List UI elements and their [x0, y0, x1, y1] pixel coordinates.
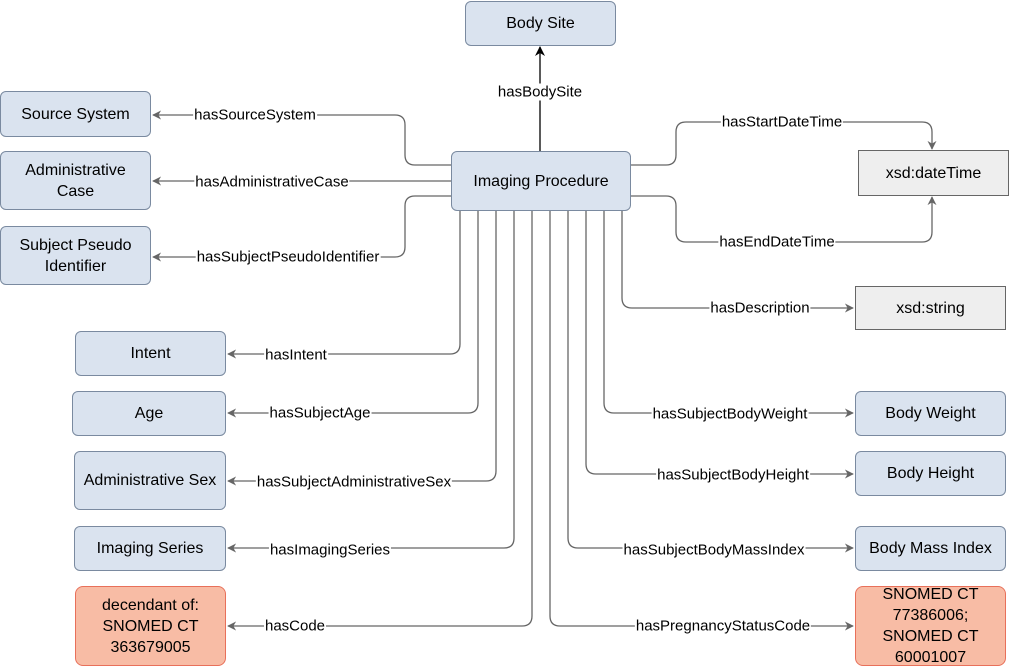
node-body-mass-index-label: Body Mass Index	[869, 540, 992, 557]
node-subject-pseudo-identifier[interactable]: Subject Pseudo Identifier	[0, 226, 151, 285]
edge-has-subject-body-weight	[603, 211, 854, 418]
label-has-subject-body-mass-index: hasSubjectBodyMassIndex	[622, 541, 806, 559]
label-has-subject-administrative-sex: hasSubjectAdministrativeSex	[255, 473, 453, 491]
label-has-end-date-time: hasEndDateTime	[718, 233, 836, 251]
node-pregnancy-status[interactable]: SNOMED CT 77386006; SNOMED CT 60001007	[855, 586, 1006, 666]
node-age-label: Age	[134, 405, 164, 422]
label-has-code: hasCode	[263, 617, 327, 635]
edge-has-subject-pseudo-identifier	[152, 195, 451, 262]
node-body-weight[interactable]: Body Weight	[855, 391, 1006, 436]
label-has-pregnancy-status-code: hasPregnancyStatusCode	[634, 617, 812, 635]
node-body-height[interactable]: Body Height	[855, 451, 1006, 496]
node-body-site-label: Body Site	[506, 15, 575, 32]
node-code[interactable]: decendant of: SNOMED CT 363679005	[75, 586, 226, 666]
edge-has-code	[227, 211, 533, 631]
node-body-height-label: Body Height	[886, 465, 975, 482]
label-has-body-site: hasBodySite	[496, 83, 584, 101]
edge-has-subject-age	[227, 211, 479, 418]
node-imaging-series[interactable]: Imaging Series	[74, 526, 226, 571]
edge-has-subject-administrative-sex	[227, 211, 497, 486]
node-xsd-string[interactable]: xsd:string	[855, 286, 1006, 330]
label-has-imaging-series: hasImagingSeries	[268, 541, 392, 559]
edge-has-imaging-series	[227, 211, 515, 553]
node-administrative-sex[interactable]: Administrative Sex	[74, 451, 226, 510]
edge-has-pregnancy-status-code	[549, 211, 854, 631]
label-has-administrative-case: hasAdministrativeCase	[194, 173, 350, 191]
edge-has-description	[621, 211, 854, 313]
edge-has-intent	[227, 211, 461, 359]
node-administrative-case[interactable]: Administrative Case	[0, 151, 151, 210]
node-body-weight-label: Body Weight	[885, 405, 976, 422]
node-xsd-datetime[interactable]: xsd:dateTime	[858, 150, 1009, 196]
edge-has-end-date-time	[631, 195, 937, 243]
edge-has-subject-body-mass-index	[567, 211, 854, 553]
edge-has-start-date-time	[631, 121, 937, 166]
node-imaging-procedure[interactable]: Imaging Procedure	[451, 151, 631, 211]
node-source-system[interactable]: Source System	[0, 91, 151, 137]
node-body-mass-index[interactable]: Body Mass Index	[855, 526, 1006, 571]
node-subject-pseudo-identifier-label: Subject Pseudo Identifier	[19, 236, 132, 275]
node-pregnancy-status-label: SNOMED CT 77386006; SNOMED CT 60001007	[882, 586, 979, 666]
label-has-start-date-time: hasStartDateTime	[720, 113, 844, 131]
node-intent[interactable]: Intent	[75, 331, 226, 376]
node-administrative-case-label: Administrative Case	[25, 161, 126, 200]
label-has-subject-body-height: hasSubjectBodyHeight	[656, 466, 810, 484]
node-administrative-sex-label: Administrative Sex	[83, 472, 217, 489]
label-has-subject-pseudo-identifier: hasSubjectPseudoIdentifier	[195, 248, 381, 266]
node-xsd-string-label: xsd:string	[896, 299, 965, 317]
node-source-system-label: Source System	[21, 105, 130, 123]
label-has-intent: hasIntent	[264, 346, 328, 364]
node-body-site[interactable]: Body Site	[465, 1, 616, 46]
node-code-label: decendant of: SNOMED CT 363679005	[102, 596, 199, 656]
node-imaging-series-label: Imaging Series	[96, 540, 204, 557]
label-has-subject-age: hasSubjectAge	[268, 404, 372, 422]
label-has-source-system: hasSourceSystem	[193, 106, 317, 124]
node-intent-label: Intent	[130, 345, 171, 362]
node-imaging-procedure-label: Imaging Procedure	[473, 172, 609, 190]
label-has-description: hasDescription	[709, 299, 811, 317]
label-has-subject-body-weight: hasSubjectBodyWeight	[651, 405, 809, 423]
node-age[interactable]: Age	[72, 391, 226, 436]
edge-has-source-system	[152, 110, 451, 166]
node-xsd-datetime-label: xsd:dateTime	[885, 164, 982, 182]
edge-has-subject-body-height	[585, 211, 854, 479]
